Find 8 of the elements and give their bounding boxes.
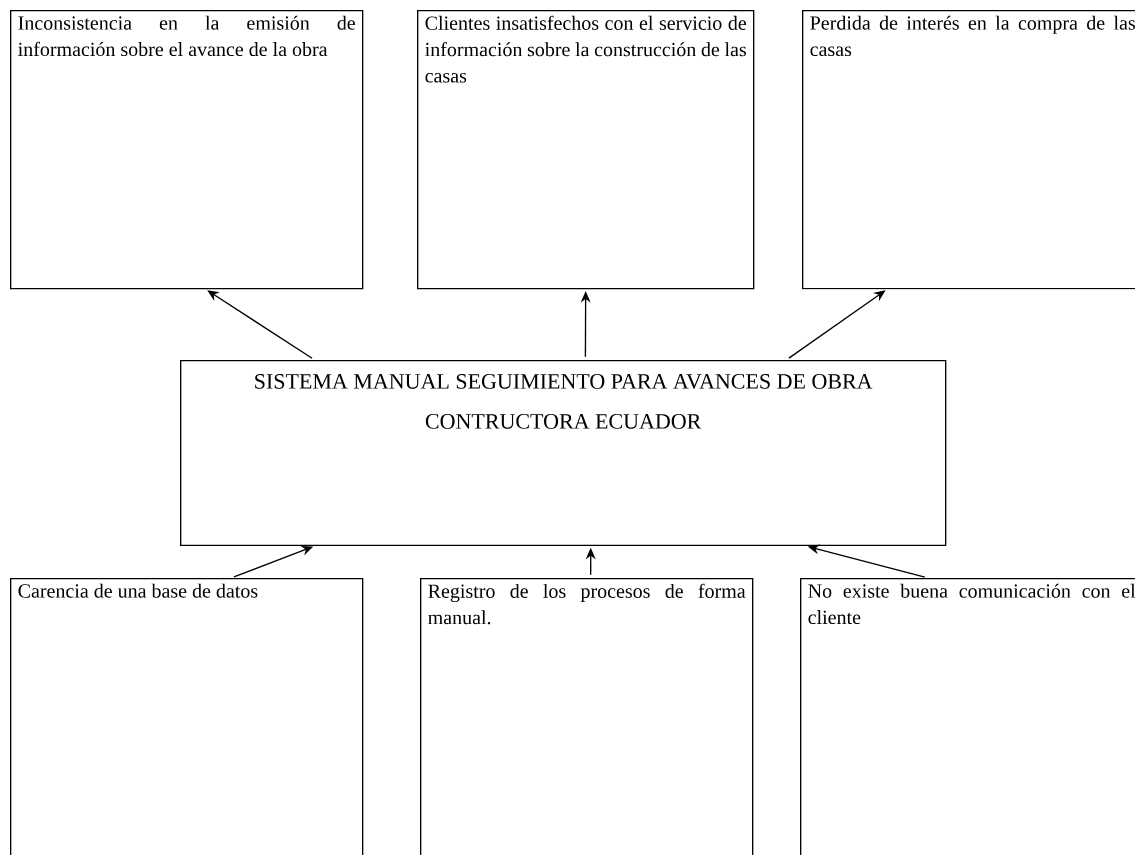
title-box: SISTEMA MANUAL SEGUIMIENTO PARA AVANCES DE OBRA CONTRUCTORA ECUADOR [180,360,947,546]
effect-box: Perdida de interés en la compra de las casas [802,10,1135,290]
effect-box: Clientes insatisfechos con el servicio de información sobre la construcción de las casas [417,10,755,290]
arrow [207,290,313,359]
cause-box: Carencia de una base de datos [10,578,364,855]
cause-box: Registro de los procesos de forma manual. [420,578,754,855]
cause-box: No existe buena comunicación con el cliente [800,578,1135,855]
effect-box: Inconsistencia en la emisión de información sobre el avance de la obra [10,10,364,290]
